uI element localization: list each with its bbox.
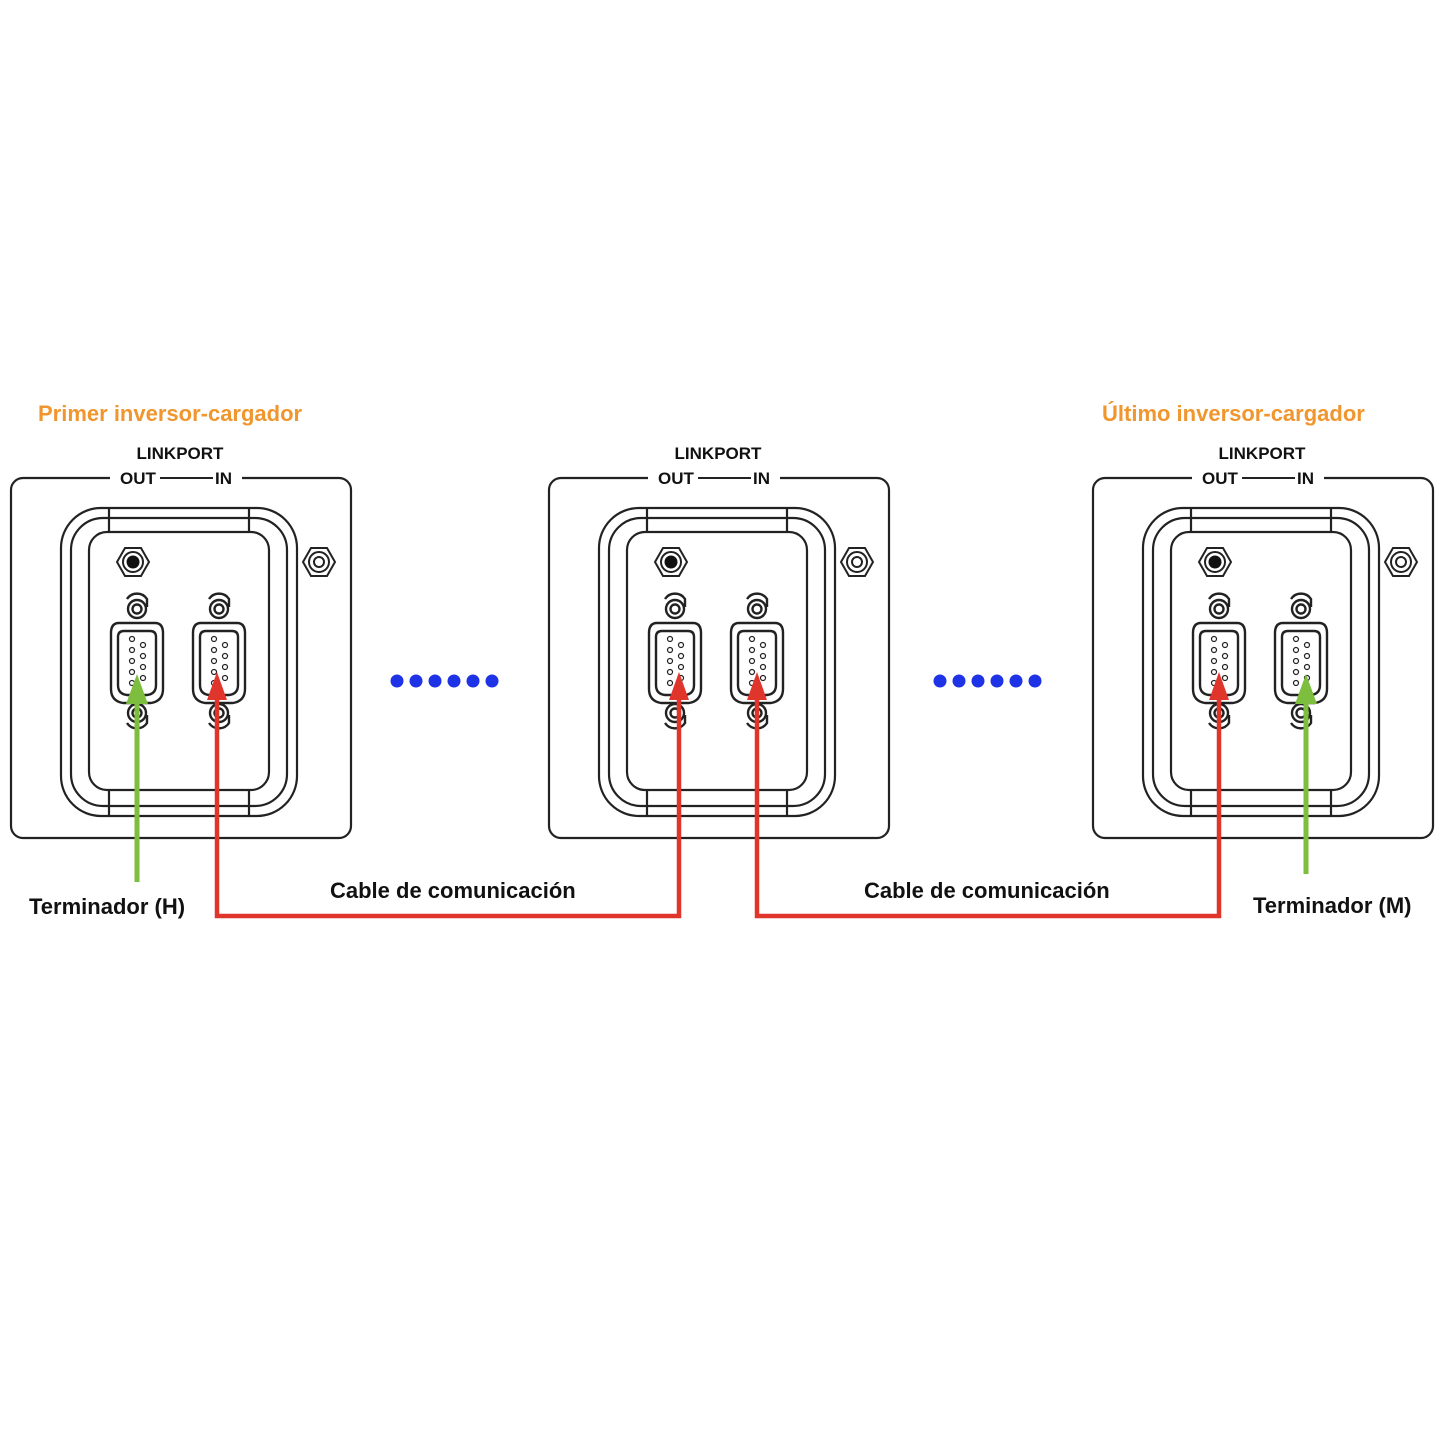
- in-label: IN: [215, 469, 232, 488]
- in-label: IN: [753, 469, 770, 488]
- linkport-panel-first: LINKPORT OUT IN: [11, 444, 351, 838]
- communication-cable-2: [747, 672, 1229, 919]
- ellipsis-dots-icon: [933, 674, 1042, 688]
- linkport-label: LINKPORT: [137, 444, 225, 463]
- linkport-label: LINKPORT: [1219, 444, 1307, 463]
- terminator-right-label: Terminador (M): [1253, 893, 1411, 918]
- linkport-panel-last: LINKPORT OUT IN: [1093, 444, 1433, 838]
- cable-label-2: Cable de comunicación: [864, 878, 1110, 903]
- linkport-label: LINKPORT: [675, 444, 763, 463]
- terminator-right: [1295, 674, 1317, 874]
- cable-label-1: Cable de comunicación: [330, 878, 576, 903]
- out-label: OUT: [120, 469, 157, 488]
- out-label: OUT: [1202, 469, 1239, 488]
- communication-cable-1: [207, 672, 689, 919]
- terminator-left-label: Terminador (H): [29, 894, 185, 919]
- linkport-panel-middle: LINKPORT OUT IN: [549, 444, 889, 838]
- first-device-title: Primer inversor-cargador: [38, 401, 303, 426]
- in-label: IN: [1297, 469, 1314, 488]
- ellipsis-dots-icon: [390, 674, 499, 688]
- last-device-title: Último inversor-cargador: [1102, 401, 1365, 426]
- terminator-left: [126, 674, 148, 882]
- out-label: OUT: [658, 469, 695, 488]
